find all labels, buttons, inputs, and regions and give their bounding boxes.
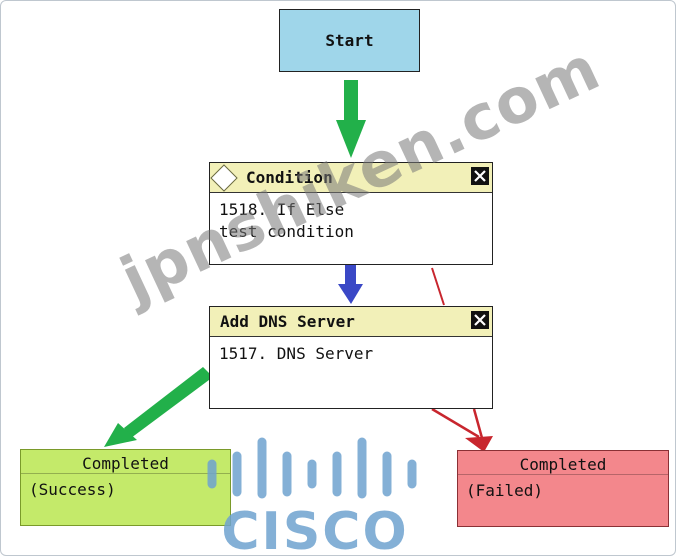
diamond-icon: [210, 164, 238, 192]
dns-line: 1517. DNS Server: [219, 344, 374, 363]
condition-line: test condition: [219, 222, 354, 241]
start-label: Start: [325, 31, 374, 50]
close-icon[interactable]: [471, 167, 489, 185]
failed-status: (Failed): [466, 481, 544, 500]
close-icon[interactable]: [471, 311, 489, 329]
condition-title: Condition: [246, 168, 333, 187]
condition-node[interactable]: Condition 1518. If Else test condition: [209, 162, 493, 265]
add-dns-server-node[interactable]: Add DNS Server 1517. DNS Server: [209, 306, 493, 409]
condition-line: 1518. If Else: [219, 200, 345, 219]
failed-title: Completed: [458, 451, 668, 475]
dns-header: Add DNS Server: [210, 307, 492, 337]
completed-failed-node[interactable]: Completed (Failed): [457, 450, 669, 527]
success-status: (Success): [29, 480, 116, 499]
success-title: Completed: [21, 450, 230, 474]
completed-success-node[interactable]: Completed (Success): [20, 449, 231, 526]
dns-title: Add DNS Server: [220, 312, 355, 331]
start-node[interactable]: Start: [279, 9, 420, 72]
condition-header: Condition: [210, 163, 492, 193]
